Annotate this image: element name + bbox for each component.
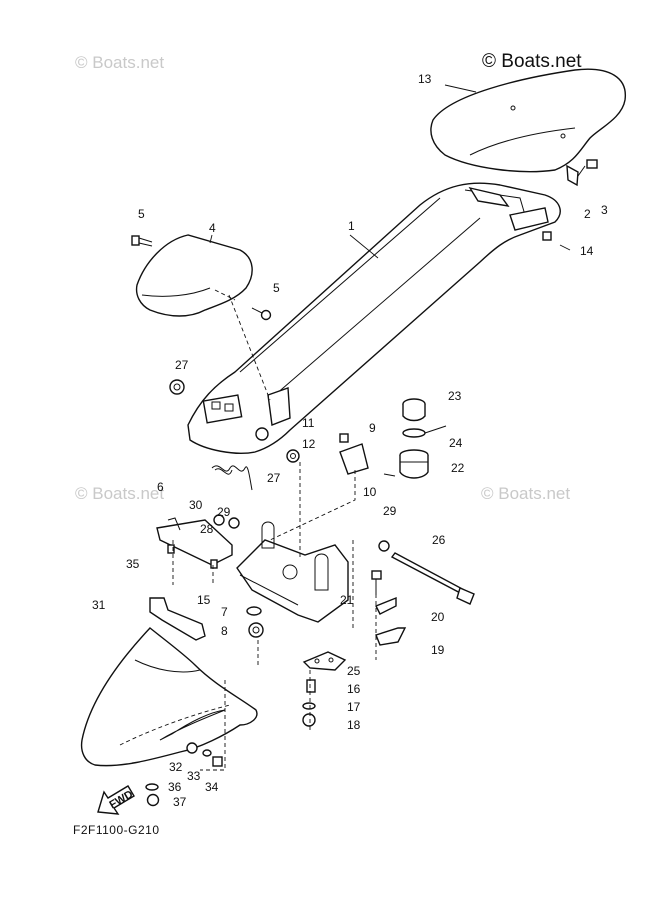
bracket-9 (339, 433, 396, 477)
rubber-23 (402, 398, 426, 422)
fwd-label: FWD (107, 788, 135, 811)
bracket-2 (566, 164, 579, 187)
long-bolt-26 (390, 552, 475, 605)
nut-18 (302, 713, 316, 727)
callout-30: 30 (189, 498, 203, 512)
bolt-5a (131, 235, 153, 247)
bracket-35 (149, 597, 206, 641)
screw-32 (186, 742, 198, 754)
bolt-3 (577, 159, 598, 177)
assembly-lines (172, 294, 377, 771)
washer-17 (302, 702, 316, 710)
stud-16 (306, 679, 316, 693)
washer-29a (228, 517, 240, 529)
callout-1: 1 (348, 219, 355, 233)
callout-5: 5 (138, 207, 145, 221)
nut-8 (248, 622, 264, 638)
bracket-20 (375, 596, 397, 615)
callout-27: 27 (267, 471, 281, 485)
callout-12: 12 (302, 437, 316, 451)
callout-8: 8 (221, 624, 228, 638)
callout-17: 17 (347, 700, 361, 714)
fwd-arrow-icon: FWD (97, 785, 135, 815)
bracket-19 (375, 627, 407, 646)
washer-28 (213, 514, 225, 526)
callout-24: 24 (449, 436, 463, 450)
callout-10: 10 (363, 485, 377, 499)
callout-19: 19 (431, 643, 445, 657)
washer-33 (202, 749, 212, 757)
callout-34: 34 (205, 780, 219, 794)
callout-20: 20 (431, 610, 445, 624)
base-15 (236, 521, 349, 623)
callout-25: 25 (347, 664, 361, 678)
callout-36: 36 (168, 780, 182, 794)
callout-33: 33 (187, 769, 201, 783)
callout-13: 13 (418, 72, 432, 86)
callout-32: 32 (169, 760, 183, 774)
washer-36 (145, 783, 159, 791)
callout-21: 21 (340, 593, 354, 607)
callout-9: 9 (369, 421, 376, 435)
callout-26: 26 (432, 533, 446, 547)
callout-leaders (209, 84, 571, 259)
callout-29: 29 (383, 504, 397, 518)
callout-29: 29 (217, 505, 231, 519)
cover-part (135, 234, 253, 317)
handle-pole-part (187, 182, 561, 454)
plate-6 (156, 517, 233, 569)
drawing-code: F2F1100-G210 (73, 823, 160, 837)
spring-30 (211, 465, 253, 491)
copyright-label: © Boats.net (482, 51, 582, 72)
rubber-stopper-22 (399, 449, 429, 479)
callout-3: 3 (601, 203, 608, 217)
callout-4: 4 (209, 221, 216, 235)
callout-18: 18 (347, 718, 361, 732)
callout-35: 35 (126, 557, 140, 571)
callout-16: 16 (347, 682, 361, 696)
callout-7: 7 (221, 605, 228, 619)
washer-29b (378, 540, 390, 552)
callout-28: 28 (200, 522, 214, 536)
washer-7 (246, 606, 262, 616)
collar-27a (169, 379, 185, 395)
callout-14: 14 (580, 244, 594, 258)
callout-5: 5 (273, 281, 280, 295)
clip-14 (542, 231, 552, 241)
seat-part (430, 68, 626, 173)
collar-27b (286, 449, 300, 463)
watermark-top-left: © Boats.net (75, 53, 165, 72)
callout-15: 15 (197, 593, 211, 607)
plate-25 (302, 651, 347, 671)
band-24 (402, 425, 447, 438)
grommet-34 (212, 756, 223, 767)
bolt-21 (371, 570, 382, 595)
watermark-mid-right: © Boats.net (481, 484, 571, 503)
callout-23: 23 (448, 389, 462, 403)
callout-37: 37 (173, 795, 187, 809)
nut-37 (146, 793, 160, 807)
callout-11: 11 (302, 416, 315, 430)
bolt-5b (251, 307, 272, 321)
callout-31: 31 (92, 598, 106, 612)
callout-2: 2 (584, 207, 591, 221)
front-cover-31 (80, 627, 258, 767)
callout-6: 6 (157, 480, 164, 494)
watermark-mid-left: © Boats.net (75, 484, 165, 503)
callout-27: 27 (175, 358, 189, 372)
callout-22: 22 (451, 461, 465, 475)
